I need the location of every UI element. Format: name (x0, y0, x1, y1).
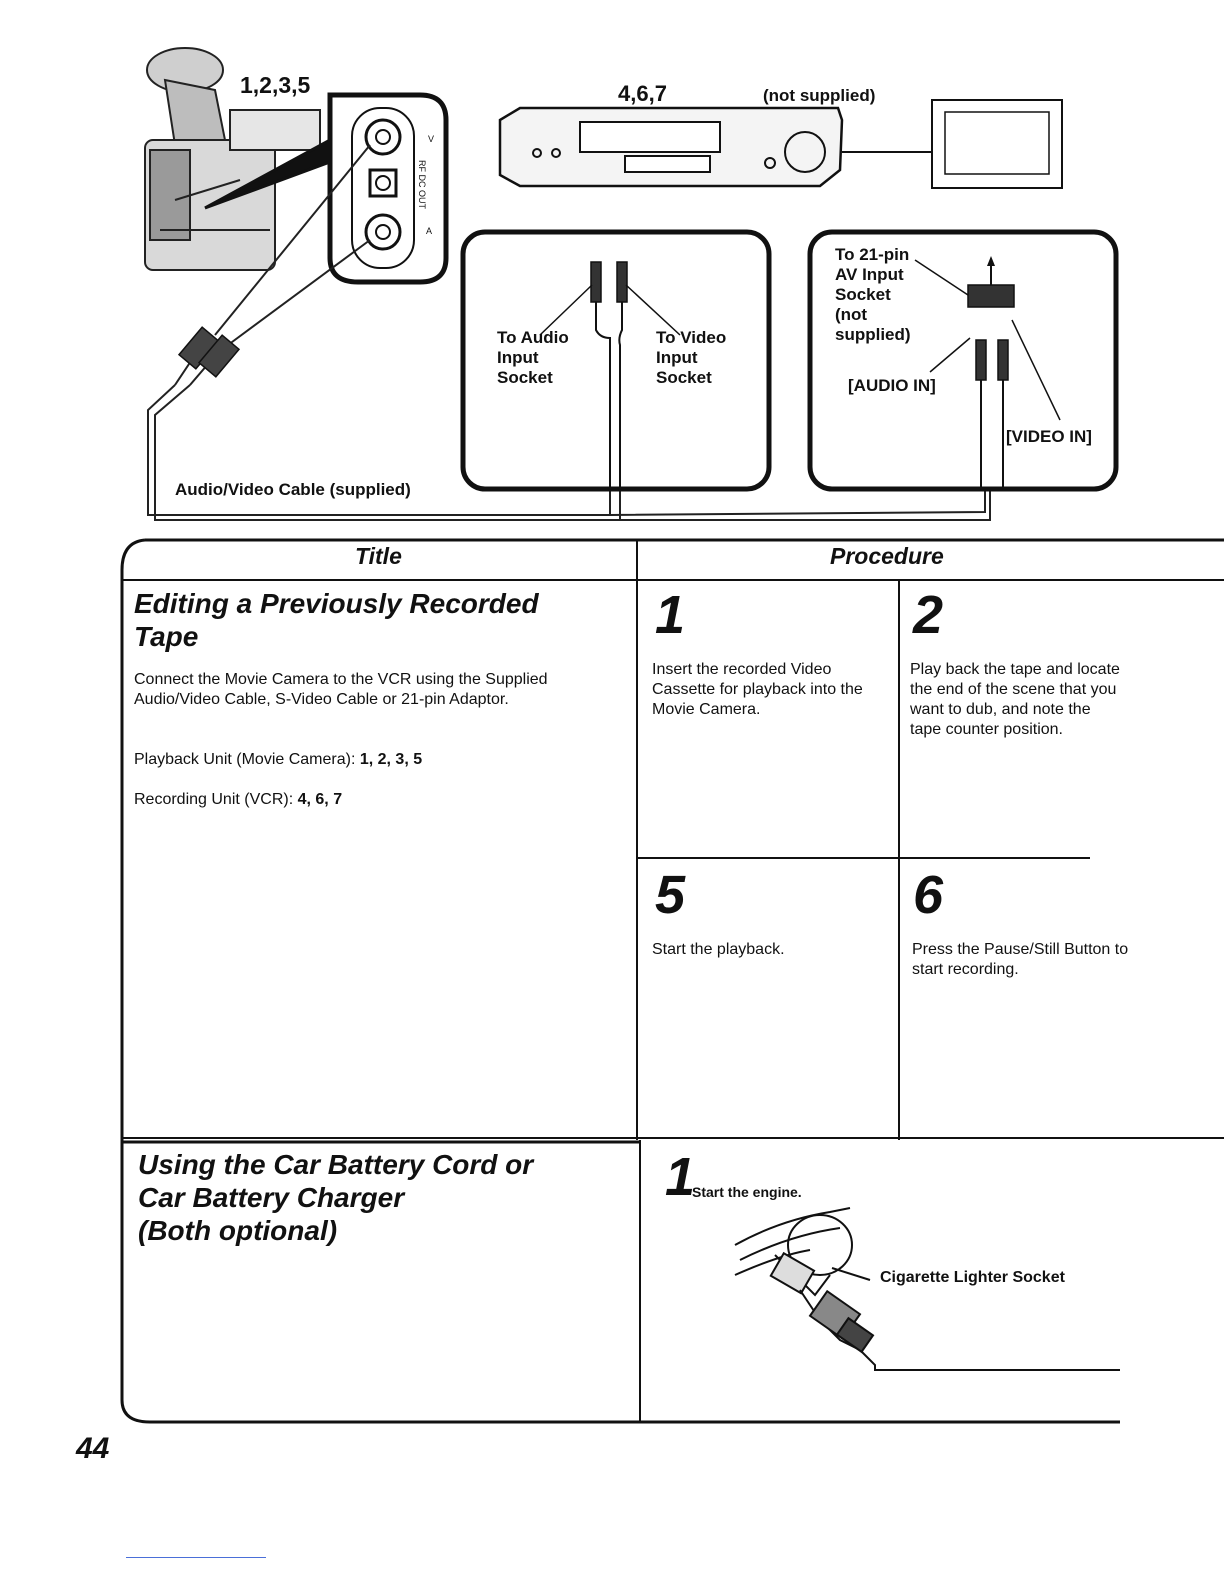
recording-unit-line: Recording Unit (VCR): 4, 6, 7 (134, 791, 343, 808)
car-step-1-text: Start the engine. (692, 1184, 802, 1200)
editing-intro: Connect the Movie Camera to the VCR usin… (134, 671, 548, 708)
step-6-number: 6 (913, 865, 944, 925)
cable-label: Audio/Video Cable (supplied) (175, 480, 411, 499)
step-1-number: 1 (655, 585, 686, 645)
connection-diagram: 1,2,3,5 4,6,7 (not supplied) V RF DC OUT… (144, 47, 1119, 521)
page-number: 44 (76, 1432, 110, 1465)
step-2-text: Play back the tape and locate the end of… (910, 661, 1120, 738)
car-lighter-illustration (734, 1207, 1120, 1371)
jack-v-label: V (428, 134, 434, 144)
video-in-label: [VIDEO IN] (1006, 427, 1092, 446)
tv-illustration (931, 99, 1063, 189)
footer-rule (126, 1557, 266, 1558)
editing-title: Editing a Previously Recorded Tape (134, 588, 539, 652)
audio-input-label: To Audio Input Socket (497, 328, 569, 387)
title-column-header: Title (355, 543, 402, 569)
vcr-illustration (498, 106, 844, 188)
jack-rf-label: RF DC OUT (417, 160, 427, 209)
car-step-1-number: 1 (665, 1147, 696, 1207)
rca-input-panel (460, 229, 772, 492)
car-battery-title: Using the Car Battery Cord or Car Batter… (138, 1149, 534, 1246)
jack-panel (327, 92, 449, 285)
step-2-number: 2 (913, 585, 944, 645)
movie-camera-illustration (144, 47, 321, 271)
table-frame (120, 538, 1224, 1424)
av-socket-label: To 21-pin AV Input Socket (not supplied) (835, 245, 911, 344)
camera-steps-label: 1,2,3,5 (240, 72, 311, 98)
step-1-text: Insert the recorded Video Cassette for p… (652, 661, 863, 718)
not-supplied-label: (not supplied) (763, 86, 875, 105)
step-5-text: Start the playback. (652, 941, 785, 958)
scart-panel (807, 229, 1119, 492)
cigarette-lighter-label: Cigarette Lighter Socket (880, 1269, 1065, 1286)
playback-unit-line: Playback Unit (Movie Camera): 1, 2, 3, 5 (134, 751, 423, 768)
video-input-label: To Video Input Socket (656, 328, 727, 387)
jack-a-label: A (426, 226, 432, 236)
step-5-number: 5 (655, 865, 686, 925)
audio-in-label: [AUDIO IN] (848, 376, 936, 395)
vcr-steps-label: 4,6,7 (618, 81, 667, 106)
step-6-text: Press the Pause/Still Button to start re… (912, 941, 1129, 978)
procedure-column-header: Procedure (830, 543, 944, 569)
